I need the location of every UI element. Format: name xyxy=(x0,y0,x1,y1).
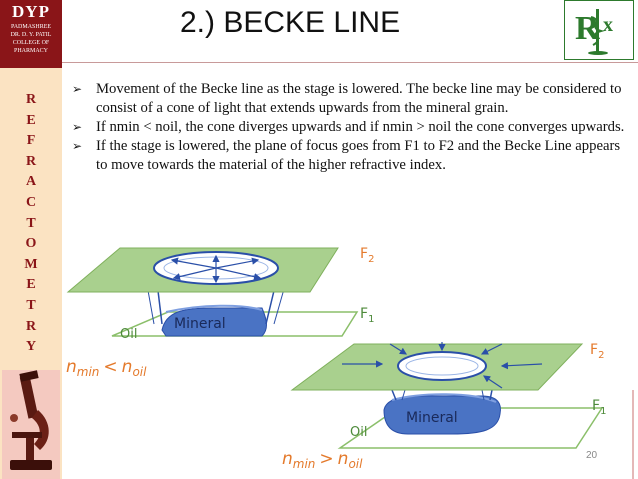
microscope-icon xyxy=(2,370,60,479)
svg-text:x: x xyxy=(603,14,613,36)
vertical-letter: O xyxy=(25,236,37,252)
logo-line: PHARMACY xyxy=(13,48,48,54)
plane-label-f2-bottom: F2 xyxy=(590,342,604,361)
vertical-letter: A xyxy=(25,174,37,190)
vertical-letter: F xyxy=(26,133,36,149)
arrow-bullet-icon: ➢ xyxy=(72,82,83,96)
bullet-item: ➢ If nmin < noil, the cone diverges upwa… xyxy=(70,118,632,137)
vertical-letter: R xyxy=(25,153,37,169)
vertical-letter: C xyxy=(25,194,37,210)
relation-top: nmin<noil xyxy=(66,357,147,379)
bullet-list: ➢ Movement of the Becke line as the stag… xyxy=(70,80,632,175)
plane-label-f1-top: F1 xyxy=(360,306,374,325)
bullet-text: If nmin < noil, the cone diverges upward… xyxy=(96,119,625,135)
page-title: 2.) BECKE LINE xyxy=(180,6,401,39)
vertical-title: R E F R A C T O M E T R Y xyxy=(0,90,62,358)
bullet-item: ➢ If the stage is lowered, the plane of … xyxy=(70,137,632,175)
logo-line: COLLEGE OF xyxy=(12,40,50,46)
vertical-letter: T xyxy=(26,297,36,313)
oil-label-top: Oil xyxy=(120,327,137,342)
vertical-letter: E xyxy=(26,277,36,293)
logo-line: DR. D. Y. PATIL xyxy=(10,32,52,38)
vertical-letter: R xyxy=(25,318,37,334)
header-divider xyxy=(62,62,638,63)
plane-label-f1-bottom: F1 xyxy=(592,398,606,417)
mineral-label-bottom: Mineral xyxy=(406,410,458,426)
pharmacy-logo: R x xyxy=(564,0,634,60)
vertical-letter: E xyxy=(26,112,36,128)
vertical-letter: M xyxy=(24,256,38,272)
left-sidebar: DYP PADMASHREE DR. D. Y. PATIL COLLEGE O… xyxy=(0,0,62,479)
vertical-letter: T xyxy=(26,215,36,231)
becke-line-diagram: Mineral Oil F2 F1 nmin<noil Mineral Oil … xyxy=(66,246,606,471)
edge-accent xyxy=(632,390,634,479)
vertical-letter: Y xyxy=(25,339,37,355)
arrow-bullet-icon: ➢ xyxy=(72,120,83,134)
dyp-logo: DYP PADMASHREE DR. D. Y. PATIL COLLEGE O… xyxy=(0,0,62,68)
logo-line: PADMASHREE xyxy=(10,24,52,30)
slide-number: 20 xyxy=(586,450,598,461)
logo-title: DYP xyxy=(12,2,50,21)
vertical-letter: R xyxy=(25,92,37,107)
bullet-text: Movement of the Becke line as the stage … xyxy=(96,81,622,116)
bullet-item: ➢ Movement of the Becke line as the stag… xyxy=(70,80,632,118)
mineral-label-top: Mineral xyxy=(174,316,226,332)
plane-label-f2-top: F2 xyxy=(360,246,374,265)
bullet-text: If the stage is lowered, the plane of fo… xyxy=(96,138,621,173)
relation-bottom: nmin>noil xyxy=(282,449,363,471)
arrow-bullet-icon: ➢ xyxy=(72,139,83,153)
oil-label-bottom: Oil xyxy=(350,425,367,440)
mineral-grain-top xyxy=(161,307,267,337)
